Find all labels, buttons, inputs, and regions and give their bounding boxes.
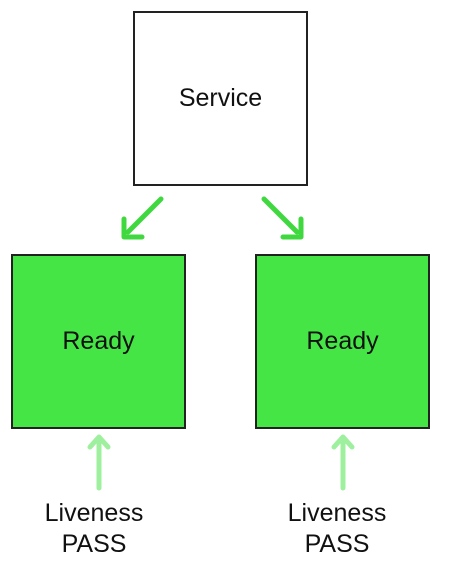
routing-arrow-right-icon bbox=[261, 196, 304, 240]
probe-result-left: PASS bbox=[61, 530, 127, 558]
probe-name-right: Liveness bbox=[287, 499, 387, 527]
routing-arrow-left-icon bbox=[121, 196, 164, 240]
service-box: Service bbox=[133, 11, 308, 186]
pod-status-label-right: Ready bbox=[306, 327, 379, 355]
probe-arrow-right-icon bbox=[331, 434, 355, 491]
pod-box-right: Ready bbox=[255, 254, 430, 429]
probe-label-left: Liveness PASS bbox=[14, 498, 174, 560]
service-label: Service bbox=[178, 84, 263, 112]
probe-name-left: Liveness bbox=[44, 499, 144, 527]
probe-arrow-left-icon bbox=[87, 434, 111, 491]
pod-box-left: Ready bbox=[11, 254, 186, 429]
pod-status-label-left: Ready bbox=[62, 327, 135, 355]
probe-result-right: PASS bbox=[304, 530, 370, 558]
probe-label-right: Liveness PASS bbox=[257, 498, 417, 560]
